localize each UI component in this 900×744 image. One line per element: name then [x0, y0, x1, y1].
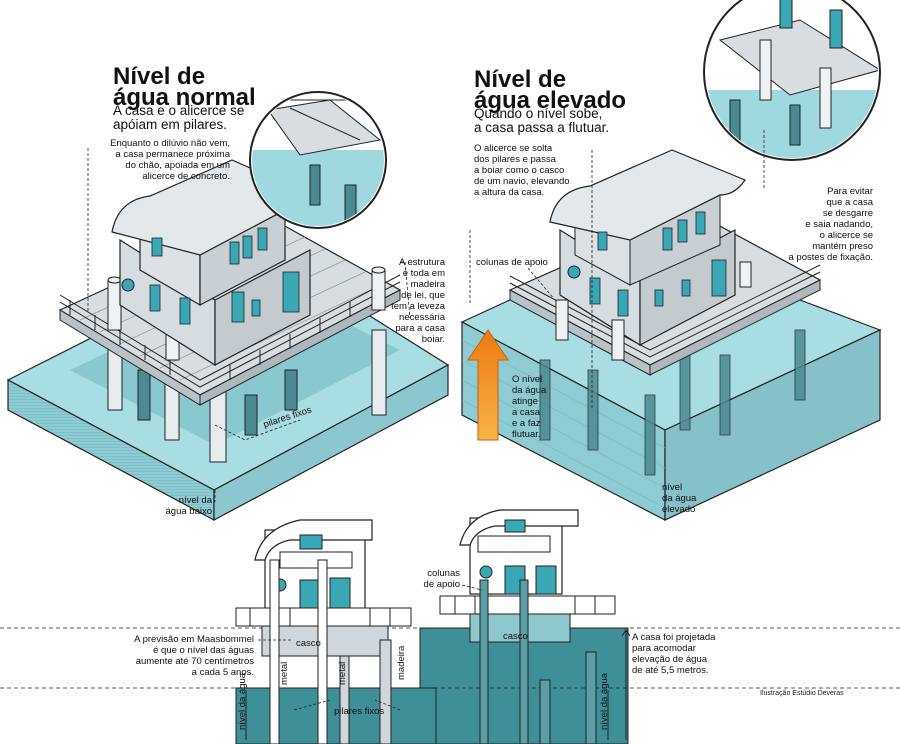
structure-note-line: necessária — [399, 312, 445, 323]
pillar — [371, 329, 387, 416]
elevated-note-line: a boiar como o casco — [474, 165, 565, 176]
water-slab-right — [213, 363, 449, 522]
structure-note-line: A estrutura — [399, 257, 445, 268]
forecast-note: A previsão em Maasbommel é que o nível d… — [118, 634, 254, 678]
arrow-note-line: da água — [512, 385, 547, 396]
tether-note-line: que a casa — [826, 197, 873, 208]
design-note-line: para acomodar — [632, 643, 696, 654]
tether-note-line: a postes de fixação. — [788, 252, 874, 263]
section-columns-line: de apoio — [423, 579, 460, 590]
normal-note-line: alicerce de concreto. — [142, 171, 230, 182]
low-level-line: água baixo — [165, 506, 212, 517]
high-level-label: nível da água elevado — [662, 482, 696, 515]
tether-note-line: o alicerce se — [819, 230, 873, 241]
structure-note-line: de lei, que — [401, 290, 445, 301]
normal-water-scene — [6, 91, 450, 522]
section-columns-label: colunas de apoio — [412, 568, 460, 590]
normal-note-line: do chão, apoiada em um — [125, 160, 230, 171]
elevated-title-line: Nível de — [474, 66, 567, 93]
section-columns-line: colunas — [427, 568, 460, 579]
tether-note-line: e saia nadando, — [805, 219, 873, 230]
structure-note-line: boiar. — [421, 334, 445, 345]
elevated-subtitle: Quando o nível sobe, a casa passa a flut… — [474, 107, 609, 135]
water-level-label: nível da água — [237, 672, 248, 730]
low-level-line: nível da — [178, 495, 212, 506]
normal-subtitle: A casa e o alicerce se apóiam em pilares… — [113, 104, 244, 132]
design-note: A casa foi projetada para acomodar eleva… — [632, 632, 742, 676]
arrow-note-line: e a faz — [512, 418, 541, 429]
forecast-note-line: é que o nível das águas — [153, 645, 254, 656]
elevated-water-scene — [460, 0, 882, 521]
tether-note-line: Para evitar — [827, 186, 873, 197]
columns-label: colunas de apoio — [476, 257, 548, 268]
elevated-title: Nível de água elevado — [474, 66, 627, 114]
deck-edge — [199, 289, 401, 406]
forecast-note-line: aumente até 70 centímetros — [135, 656, 254, 667]
elevated-subtitle-line: Quando o nível sobe, — [474, 106, 603, 121]
arrow-note: O nível da água atinge a casa e a faz fl… — [512, 374, 572, 440]
hull-label: casco — [296, 638, 321, 649]
structure-note-line: é toda em — [402, 268, 445, 279]
high-level-line: nível — [662, 482, 683, 493]
arrow-note-line: flutuar. — [512, 429, 541, 440]
high-level-line: elevado — [662, 504, 696, 515]
elevated-note: O alicerce se solta dos pilares e passa … — [474, 143, 594, 198]
section-pillars-label: pilares fixos — [334, 706, 385, 717]
pillar — [137, 369, 151, 421]
structure-note-line: madeira — [410, 279, 445, 290]
normal-title: Nível de água normal — [113, 63, 256, 111]
forecast-note-line: A previsão em Maasbommel — [134, 634, 254, 645]
elevated-note-line: a altura da casa. — [474, 187, 545, 198]
design-note-line: A casa foi projetada — [632, 632, 716, 643]
tether-note: Para evitar que a casa se desgarre e sai… — [780, 186, 874, 263]
normal-title-line: água normal — [113, 84, 256, 111]
cross-section — [0, 509, 900, 744]
leader-lines — [87, 128, 765, 502]
pillar — [244, 394, 258, 436]
elevated-title-line: água elevado — [474, 87, 627, 114]
tether-note-line: se desgarre — [822, 208, 873, 219]
water-level-label: nível da água — [599, 672, 610, 730]
structure-note-line: para a casa — [395, 323, 445, 334]
wood-label: madeira — [396, 645, 407, 680]
metal-label: metal — [337, 661, 348, 685]
elevated-note-line: de um navio, elevando — [474, 176, 570, 187]
normal-note: Enquanto o dilúvio não vem, a casa perma… — [80, 138, 230, 182]
arrow-note-line: a casa — [512, 407, 540, 418]
normal-title-line: Nível de — [113, 63, 206, 90]
structure-note-line: tem a leveza — [391, 301, 445, 312]
high-level-line: da água — [662, 493, 697, 504]
normal-subtitle-line: apóiam em pilares. — [113, 117, 228, 132]
elevated-note-line: O alicerce se solta — [474, 143, 553, 154]
elevated-subtitle-line: a casa passa a flutuar. — [474, 120, 610, 135]
magnifier-elevated — [703, 0, 881, 161]
forecast-note-line: a cada 5 anos. — [191, 667, 254, 678]
normal-note-line: a casa permanece próxima — [115, 149, 230, 160]
hull-label: casco — [503, 631, 528, 642]
design-note-line: elevação de água — [632, 654, 708, 665]
structure-note: A estrutura é toda em madeira de lei, qu… — [390, 257, 445, 345]
elevated-note-line: dos pilares e passa — [474, 154, 556, 165]
rising-water-arrow — [467, 329, 509, 441]
arrow-note-line: atinge — [512, 396, 538, 407]
design-note-line: de até 5,5 metros. — [632, 665, 709, 676]
normal-subtitle-line: A casa e o alicerce se — [113, 103, 245, 118]
low-level-label: nível da água baixo — [150, 495, 212, 517]
tether-note-line: mantém preso — [812, 241, 873, 252]
magnifier-normal — [249, 91, 387, 229]
illustration-credit: Ilustração Estúdio Deveras — [760, 690, 844, 697]
metal-label: metal — [279, 661, 290, 685]
pillar — [284, 369, 298, 411]
arrow-note-line: O nível — [512, 374, 543, 385]
normal-note-line: Enquanto o dilúvio não vem, — [110, 138, 230, 149]
